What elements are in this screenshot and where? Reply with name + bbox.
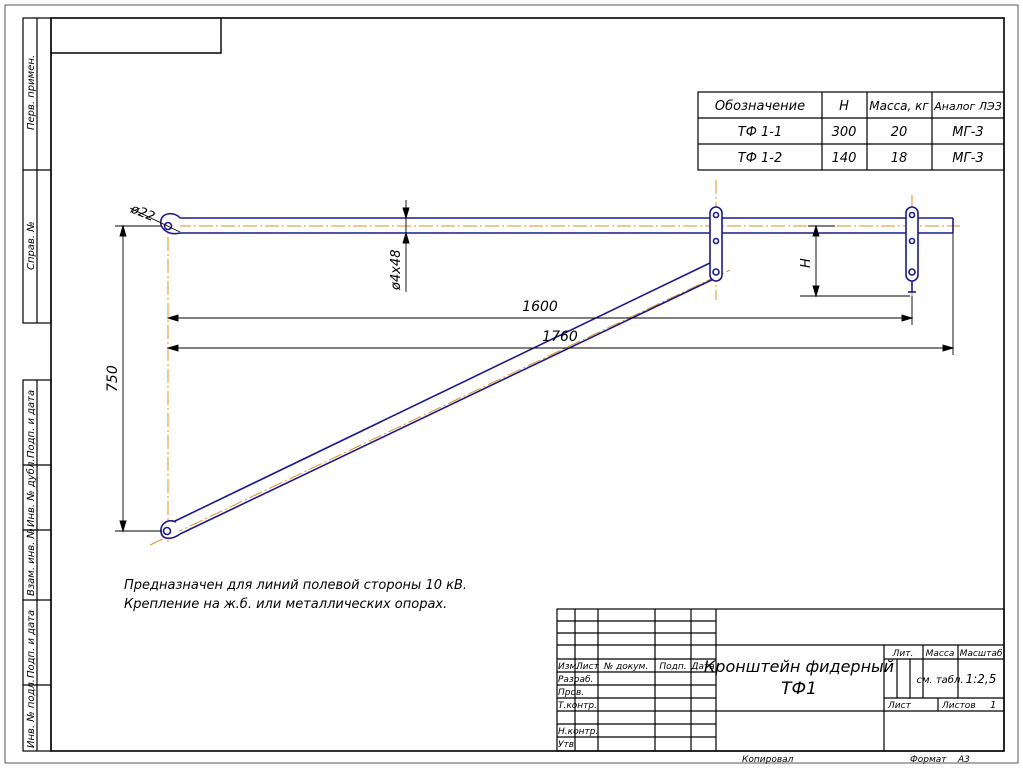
tb-tkontr: Т.контр. xyxy=(558,701,597,711)
tb-col-docum: № докум. xyxy=(603,662,648,672)
tb-format-label: Формат xyxy=(910,755,947,765)
top-left-box xyxy=(51,18,222,54)
clamp-left xyxy=(709,206,723,282)
spec-row1-designation: ТФ 1-1 xyxy=(738,125,783,140)
sheet-outer-border xyxy=(4,4,1019,764)
spec-row1-h: 300 xyxy=(832,125,857,140)
tb-name-line1: Кронштейн фидерный xyxy=(704,657,894,676)
diagonal-strut xyxy=(172,261,723,535)
tb-prov: Пров. xyxy=(558,688,584,698)
note-line-1: Предназначен для линий полевой стороны 1… xyxy=(124,578,467,593)
dim-tube-dia: ø4x48 xyxy=(389,250,404,291)
tb-utv: Утв. xyxy=(558,740,577,750)
tb-col-data: Дата xyxy=(690,662,714,672)
tb-list-label: Лист xyxy=(887,701,912,711)
dimension-lines xyxy=(115,200,955,533)
stamp-sprav-no: Справ. № xyxy=(26,221,37,270)
tb-col-list: Лист xyxy=(575,662,600,672)
tb-scale-value: 1:2,5 xyxy=(966,672,997,686)
tb-massa-value: см. табл. xyxy=(916,674,963,686)
stamp-inv-dubl: Инв. № дубл. xyxy=(25,459,37,527)
dim-length-1760: 1760 xyxy=(542,329,578,345)
top-eye-end xyxy=(159,212,181,235)
tb-nkontr: Н.контр. xyxy=(558,727,598,737)
spec-row1-mass: 20 xyxy=(891,125,908,140)
side-stamp xyxy=(22,17,52,752)
spec-table xyxy=(697,91,1005,171)
spec-row2-designation: ТФ 1-2 xyxy=(738,151,783,166)
tb-format-value: А3 xyxy=(957,755,970,765)
spec-header-designation: Обозначение xyxy=(715,99,805,114)
spec-header-h: H xyxy=(839,99,849,114)
tb-listov-value: 1 xyxy=(990,700,996,711)
clamp-right xyxy=(905,206,919,293)
tb-razrab: Разраб. xyxy=(558,675,593,685)
tb-masshtab: Масштаб xyxy=(960,649,1003,659)
drawing-frame xyxy=(50,17,1005,752)
stamp-perv-primen: Перв. примен. xyxy=(26,55,37,130)
horizontal-tube xyxy=(180,217,954,234)
stamp-vzam-inv: Взам. инв. № xyxy=(26,528,37,596)
bottom-eye-end xyxy=(160,519,181,540)
spec-row1-analog: МГ-3 xyxy=(952,125,983,140)
spec-row2-mass: 18 xyxy=(891,151,908,166)
dim-height: H xyxy=(799,258,814,268)
dim-hole-dia: ø22 xyxy=(128,201,157,224)
tb-massa: Масса xyxy=(926,649,955,659)
stamp-inv-podl: Инв. № подл. xyxy=(26,679,37,748)
tb-col-izm: Изм. xyxy=(558,662,579,672)
dim-vertical-750: 750 xyxy=(105,365,121,392)
tb-kopiroval: Копировал xyxy=(742,755,794,765)
stamp-podp-data-1: Подп. и дата xyxy=(26,390,37,458)
title-block-grid xyxy=(556,608,1005,752)
stamp-podp-data-2: Подп. и дата xyxy=(26,610,37,678)
spec-row2-h: 140 xyxy=(832,151,857,166)
note-line-2: Крепление на ж.б. или металлических опор… xyxy=(124,597,447,612)
spec-header-mass: Масса, кг xyxy=(869,99,929,113)
tb-col-podp: Подп. xyxy=(659,662,686,672)
spec-row2-analog: МГ-3 xyxy=(952,151,983,166)
tb-name-line2: ТФ1 xyxy=(781,679,817,699)
spec-header-analog: Аналог ЛЭЗ xyxy=(933,100,1002,113)
tb-lit: Лит. xyxy=(892,649,914,659)
dim-length-1600: 1600 xyxy=(522,299,558,315)
tb-listov-label: Листов xyxy=(941,701,976,711)
